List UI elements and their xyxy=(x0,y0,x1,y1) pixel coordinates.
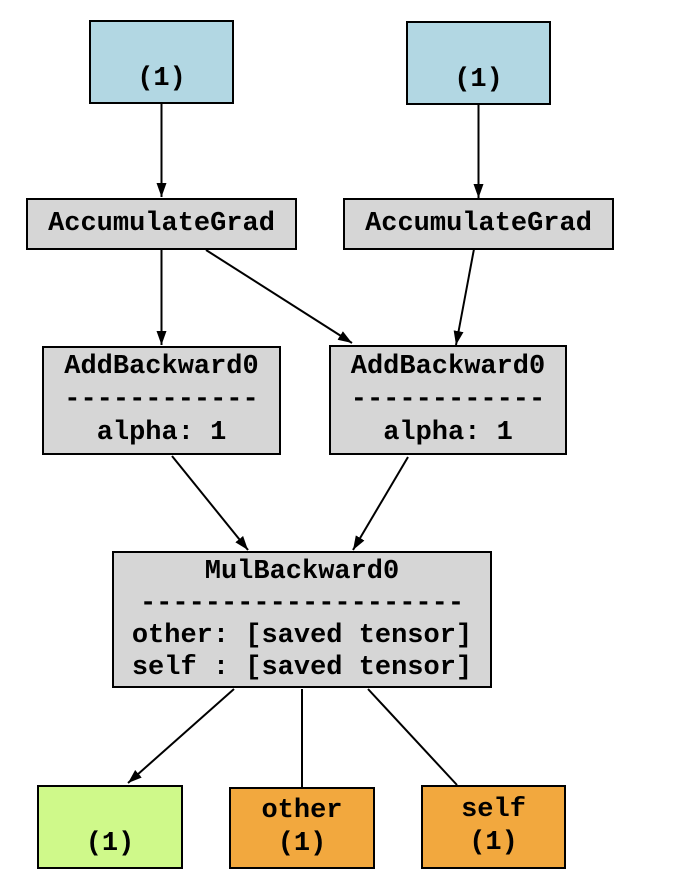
edge-accgrad-right-to-addback-right xyxy=(453,248,475,346)
edge-mulback-to-saved-self xyxy=(367,688,458,786)
node-output-tensor: (1) xyxy=(37,785,183,869)
fn-attr-alpha: alpha: 1 xyxy=(383,417,513,448)
fn-name-label: AddBackward0 xyxy=(350,351,546,382)
node-add-backward-right: AddBackward0 ------------ alpha: 1 xyxy=(329,345,567,455)
tensor-shape-label: (1) xyxy=(469,828,518,858)
tensor-shape-label: (1) xyxy=(277,829,327,859)
fn-attr-alpha: alpha: 1 xyxy=(96,418,227,448)
node-input-tensor-left: (1) xyxy=(89,20,234,104)
saved-tensor-name: self xyxy=(461,795,526,825)
fn-name-label: MulBackward0 xyxy=(204,556,400,587)
fn-separator: ------------ xyxy=(64,385,259,415)
fn-name-label: AccumulateGrad xyxy=(48,208,275,239)
node-input-tensor-right: (1) xyxy=(406,21,551,105)
tensor-shape-label: (1) xyxy=(85,829,135,859)
edge-addback-left-to-mulback xyxy=(171,455,249,551)
edge-accgrad-left-to-addback-right xyxy=(205,249,353,344)
node-saved-tensor-other: other (1) xyxy=(229,787,375,869)
tensor-shape-label: (1) xyxy=(454,65,503,95)
node-accumulate-grad-right: AccumulateGrad xyxy=(343,198,614,250)
node-accumulate-grad-left: AccumulateGrad xyxy=(26,198,297,250)
node-mul-backward: MulBackward0 -------------------- other:… xyxy=(112,551,492,688)
fn-name-label: AccumulateGrad xyxy=(365,208,592,239)
fn-separator: ------------ xyxy=(350,384,546,415)
edge-mulback-to-output xyxy=(127,688,235,784)
edge-addback-right-to-mulback xyxy=(352,456,409,551)
fn-attr-saved-other: other: [saved tensor] xyxy=(131,620,473,651)
fn-separator: -------------------- xyxy=(139,588,465,619)
tensor-shape-label: (1) xyxy=(137,64,186,94)
node-add-backward-left: AddBackward0 ------------ alpha: 1 xyxy=(42,346,281,455)
fn-name-label: AddBackward0 xyxy=(64,352,259,382)
node-saved-tensor-self: self (1) xyxy=(421,785,566,869)
fn-attr-saved-self: self : [saved tensor] xyxy=(131,652,473,683)
saved-tensor-name: other xyxy=(261,796,343,826)
